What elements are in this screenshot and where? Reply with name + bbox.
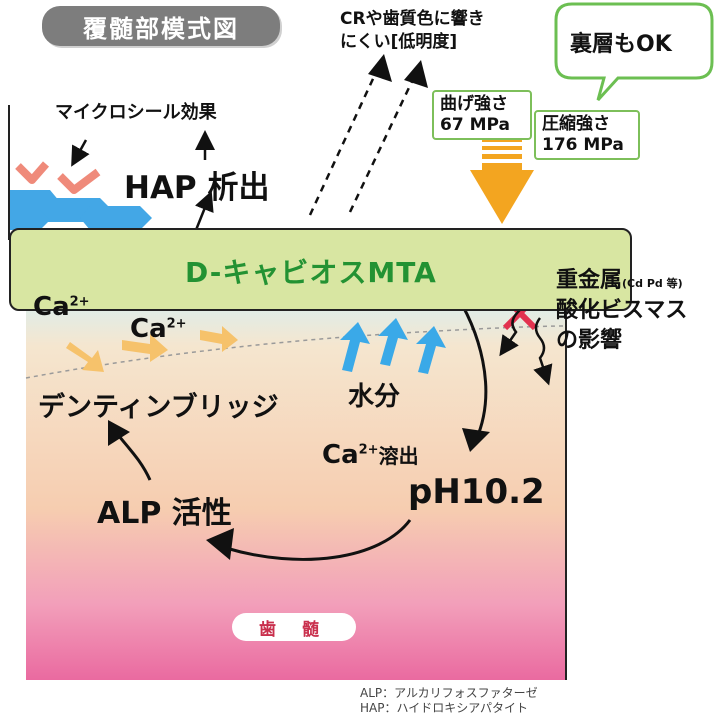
water-arrows: [340, 318, 446, 374]
ca-arrows: [66, 326, 238, 372]
flexural-strength-value: 67 MPa: [440, 115, 510, 135]
dashed-arrow-1: [308, 67, 380, 216]
compressive-strength-box: 圧縮強さ 176 MPa: [534, 110, 640, 160]
bubble-text: 裏層もOK: [570, 32, 672, 57]
ph-label: pH10.2: [408, 472, 545, 512]
cycle-arrow-ph-head: [462, 428, 490, 452]
dentin-bridge-label: デンティンブリッジ: [38, 392, 279, 423]
compressive-strength-value: 176 MPa: [542, 135, 624, 155]
footnote-hap: HAP：ハイドロキシアパタイト: [360, 701, 528, 715]
material-label: D-キャビオスMTA: [185, 256, 437, 289]
wavy-arrow-2: [533, 317, 553, 386]
bismuth-oxide-label: 酸化ビスマス: [556, 298, 688, 323]
dentin-boundary-line: [25, 325, 567, 379]
dashed-arrow-2-head: [404, 60, 428, 88]
cr-note-line1: CRや歯質色に響き: [340, 9, 485, 29]
alp-activity-label: ALP 活性: [97, 496, 232, 531]
influence-label: の影響: [556, 328, 623, 353]
page-title: 覆髄部模式図: [42, 6, 280, 46]
pulp-label: 歯 髄: [232, 613, 356, 641]
chevron-mark-2: [57, 168, 101, 194]
cycle-arrow-alp-head: [206, 528, 234, 560]
microseal-label: マイクロシール効果: [55, 102, 217, 123]
mta-layer-band: [9, 228, 632, 311]
flexural-strength-label: 曲げ強さ: [440, 94, 508, 114]
hap-hexagons: [10, 190, 152, 230]
arrow-microseal: [71, 139, 90, 167]
speech-bubble: [554, 2, 714, 102]
orange-down-arrow: [470, 138, 534, 224]
cycle-arrow-alp: [225, 519, 412, 561]
chevron-mark-1: [15, 161, 50, 184]
hap-precipitation-label: HAP 析出: [124, 170, 270, 206]
ca-ion-2: Ca2+: [130, 314, 187, 344]
water-label: 水分: [348, 382, 401, 412]
heavy-metal-label: 重金属(Cd Pd 等): [556, 268, 683, 293]
footnote-alp: ALP：アルカリフォスファターゼ: [360, 686, 538, 700]
dashed-arrow-2: [348, 74, 417, 213]
cycle-arrow-dentin-head: [108, 420, 130, 446]
flexural-strength-box: 曲げ強さ 67 MPa: [432, 90, 532, 140]
ca-elution-label: Ca2+溶出: [322, 440, 419, 470]
cr-note-line2: にくい[低明度]: [340, 32, 458, 52]
dashed-arrow-1-head: [368, 54, 392, 82]
ca-ion-1: Ca2+: [33, 292, 90, 322]
compressive-strength-label: 圧縮強さ: [542, 114, 610, 134]
